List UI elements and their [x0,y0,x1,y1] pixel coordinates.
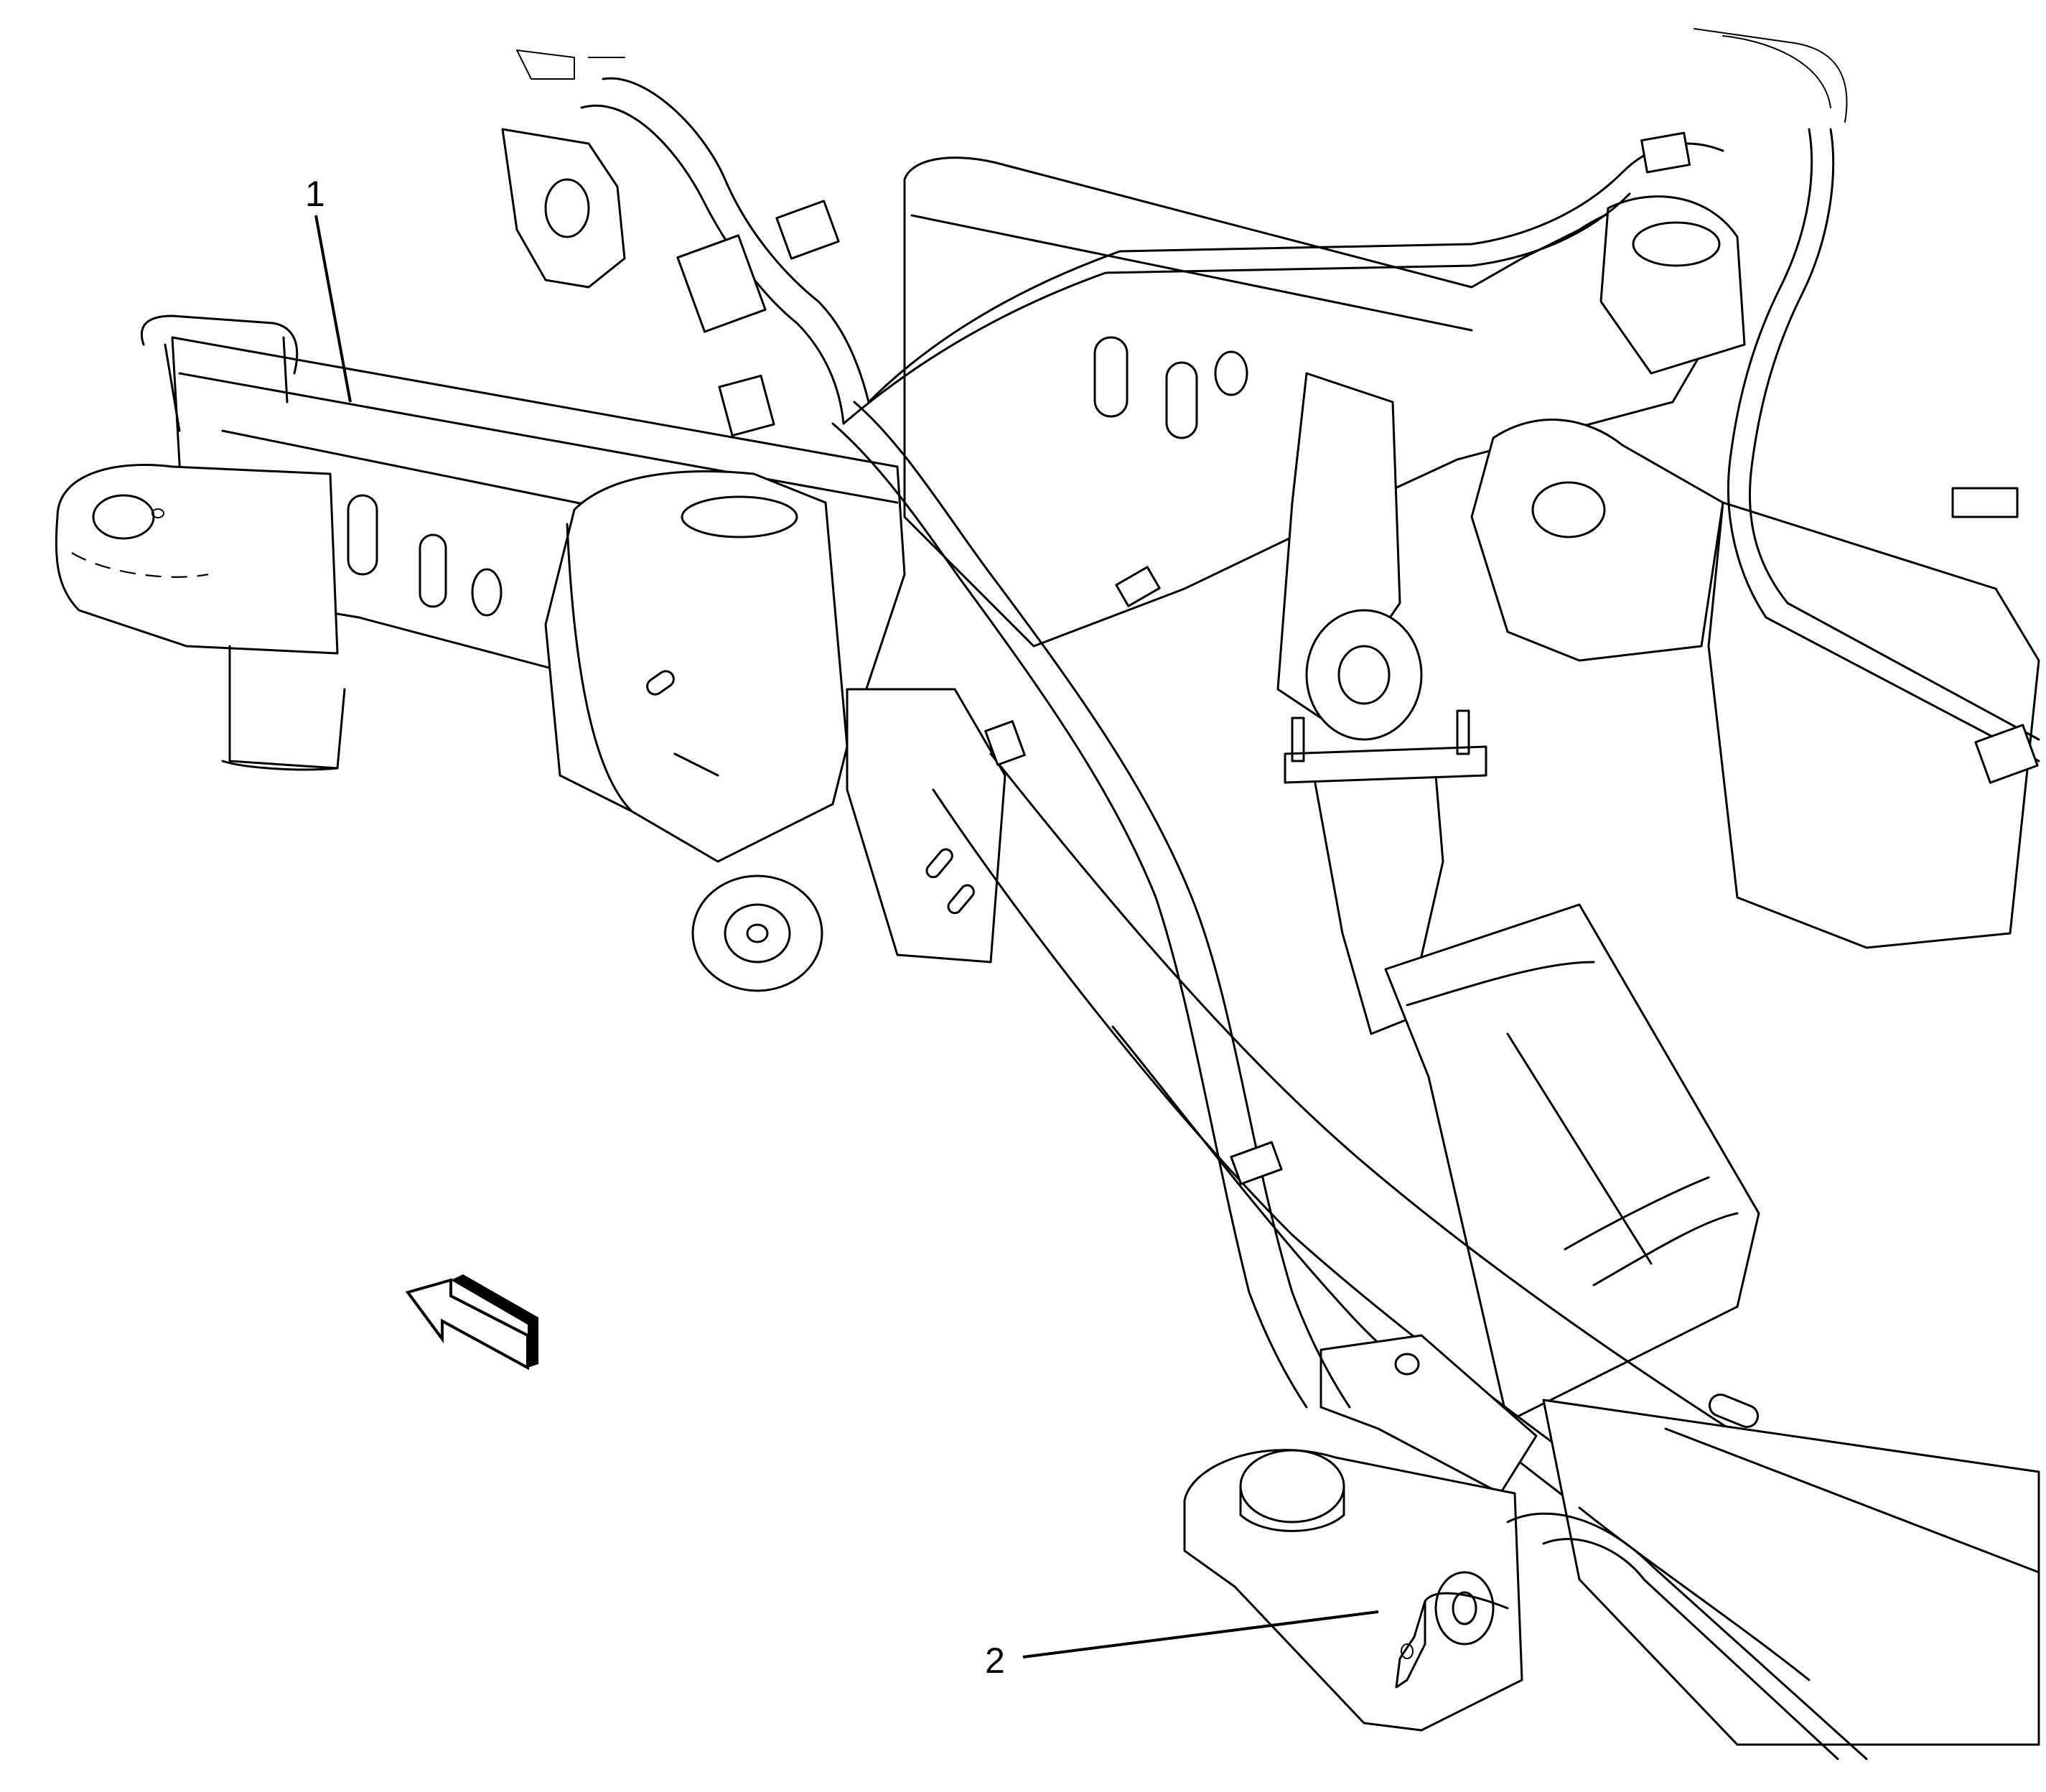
callout-label-1: 1 [305,174,325,214]
exhaust-pipe [1284,709,1760,1423]
callout-label-2: 2 [985,1641,1005,1681]
front-direction-arrow-icon [405,1274,538,1371]
main-frame-rail [932,752,2040,1760]
connectors [501,50,2039,784]
wiring-harness [580,28,2040,1409]
left-shock-tower [544,470,1006,992]
right-shock-tower [1276,372,2040,949]
callout-1-leader [314,215,352,403]
callout-2-leader [1022,1610,1379,1658]
